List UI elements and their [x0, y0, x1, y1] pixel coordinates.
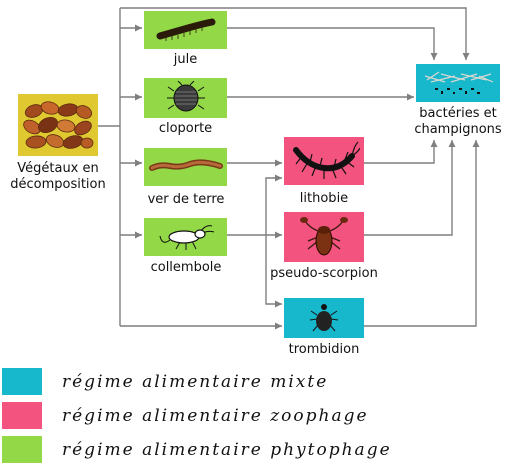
pseudoscorpion-icon: [300, 217, 348, 256]
arrow-trombidion-bacteries: [364, 140, 480, 327]
bacteries-label-line1: bactéries et: [419, 106, 497, 121]
arrow-collembole-lithobie: [265, 174, 282, 235]
centipede-icon: [293, 141, 360, 179]
arrow-pseudo-bacteries: [364, 140, 456, 236]
arrow-vegetaux-bacteries: [120, 7, 470, 60]
jule-label: jule: [173, 52, 198, 67]
collembole-label: collembole: [150, 260, 222, 275]
springtail-icon: [159, 225, 214, 250]
millipede-icon: [156, 18, 215, 41]
node-lithobie: [284, 137, 364, 185]
vegetaux-label: Végétaux en décomposition: [0, 161, 116, 193]
legend-swatch-zoophage: [2, 402, 42, 429]
legend-label-mixte: régime alimentaire mixte: [62, 372, 329, 392]
node-pseudo: [284, 212, 364, 262]
pseudo-label: pseudo-scorpion: [270, 266, 378, 281]
node-ver: [144, 148, 227, 186]
node-collembole: [144, 218, 227, 256]
node-trombidion: [284, 298, 364, 338]
bacteries-label: bactéries et champignons: [404, 106, 512, 138]
bacteries-label-line2: champignons: [414, 122, 502, 137]
cloporte-label: cloporte: [158, 121, 213, 136]
arrow-collembole-trombidion: [265, 235, 282, 308]
trombidion-label: trombidion: [288, 342, 360, 357]
ver-label: ver de terre: [147, 192, 225, 207]
node-bacteries: [416, 64, 500, 102]
earthworm-icon: [148, 159, 223, 171]
vegetaux-label-line2: décomposition: [10, 177, 106, 192]
dead-leaves-icon: [23, 101, 94, 149]
woodlouse-icon: [166, 81, 205, 112]
arrow-lithobie-bacteries: [364, 140, 438, 164]
bacteria-fungi-icon: [424, 71, 494, 94]
mite-icon: [309, 304, 339, 332]
node-jule: [144, 11, 227, 49]
lithobie-label: lithobie: [299, 191, 349, 206]
legend-label-zoophage: régime alimentaire zoophage: [62, 406, 369, 426]
legend-swatch-mixte: [2, 368, 42, 395]
vegetaux-label-line1: Végétaux en: [17, 161, 99, 176]
node-cloporte: [144, 78, 227, 118]
legend-label-phytophage: régime alimentaire phytophage: [62, 440, 392, 460]
node-vegetaux: [18, 94, 98, 156]
arrow-jule-bacteries: [227, 27, 438, 60]
legend-swatch-phytophage: [2, 436, 42, 463]
